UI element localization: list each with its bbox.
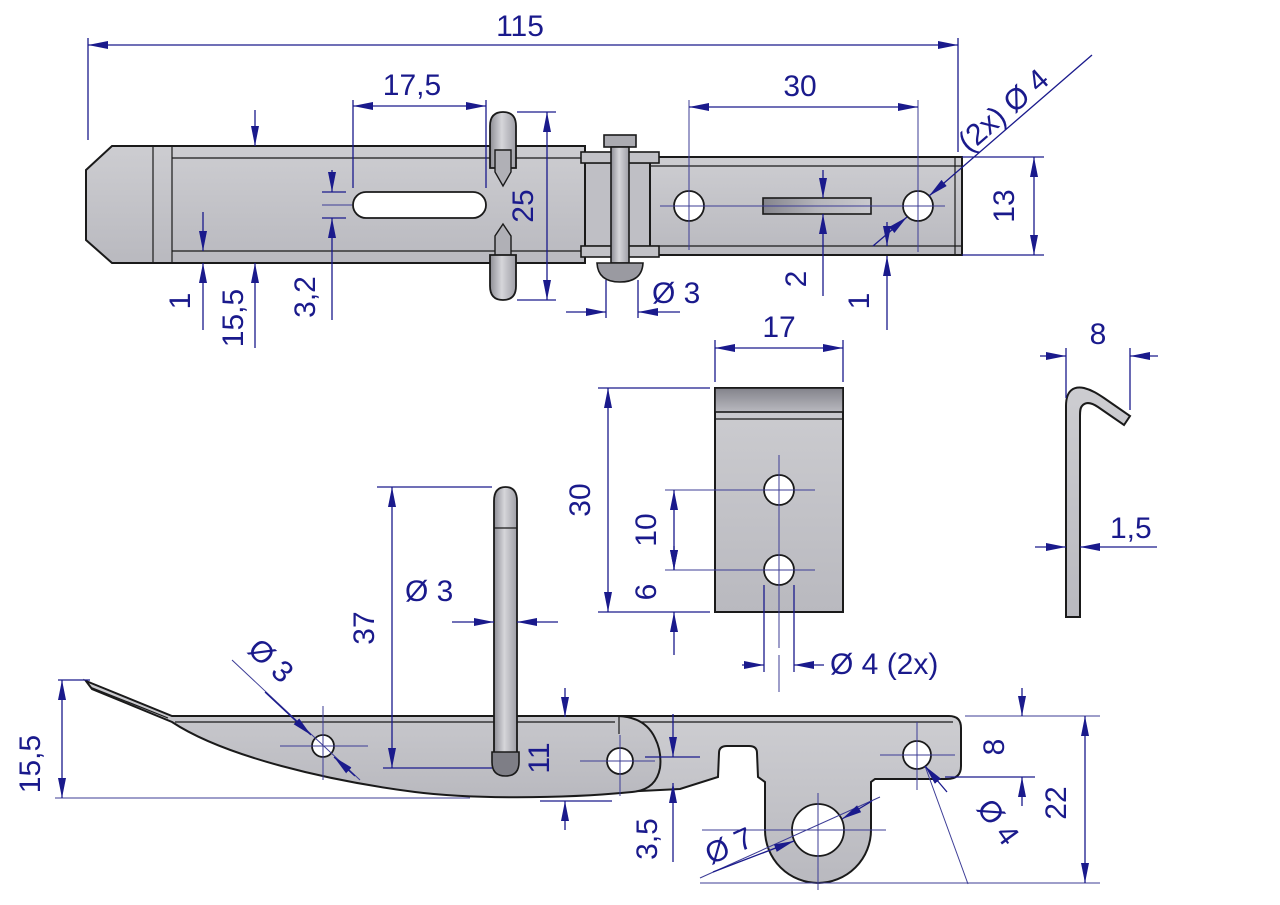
dim-plate-width: 15,5 xyxy=(217,289,250,347)
adjust-slot xyxy=(352,191,487,219)
dim-keeper-height: 30 xyxy=(564,483,597,516)
dim-strap-width: 13 xyxy=(988,189,1021,222)
dimensions-keeper: 17 30 10 6 Ø 4 (2x) xyxy=(564,311,938,681)
dim-blade-hole-dia: Ø 3 xyxy=(242,632,300,689)
dim-loop-hole-dia: Ø 7 xyxy=(700,821,758,871)
dim-pin-dia: Ø 3 xyxy=(652,277,700,310)
dimensions-hook: 8 1,5 xyxy=(1035,318,1158,551)
staple-plate xyxy=(618,715,962,884)
dim-keeper-hole-offset: 6 xyxy=(630,584,663,601)
dim-gap: 3,5 xyxy=(631,818,664,860)
dim-plate-height: 8 xyxy=(978,739,1011,756)
dim-hook-thickness: 1,5 xyxy=(1110,512,1152,545)
dim-slot-length: 17,5 xyxy=(383,69,441,102)
keeper-view: 17 30 10 6 Ø 4 (2x) xyxy=(564,311,938,692)
dim-hole-spacing: 30 xyxy=(783,70,816,103)
dim-keeper-holes-dia: Ø 4 (2x) xyxy=(830,648,938,681)
catch-wire-side xyxy=(491,486,520,777)
centerlines-top xyxy=(322,100,945,252)
dim-overall-length: 115 xyxy=(496,10,544,43)
hook-view: 8 1,5 xyxy=(1035,318,1158,618)
side-view: 15,5 Ø 3 37 Ø 3 11 3,5 Ø 7 xyxy=(14,486,1100,890)
dim-mount-hole-dia: Ø 4 xyxy=(970,793,1025,852)
dim-wire-height: 37 xyxy=(348,611,381,644)
dim-tip-height: 15,5 xyxy=(14,735,47,793)
top-view: 115 17,5 30 (2x) Ø 4 25 13 1 15,5 xyxy=(85,10,1093,348)
dim-wire-dia: Ø 3 xyxy=(405,575,453,608)
dim-total-height: 22 xyxy=(1040,786,1073,819)
dim-hem-right: 1 xyxy=(843,293,876,310)
dim-holes-dia-note: (2x) Ø 4 xyxy=(952,63,1055,159)
dim-loop-height: 25 xyxy=(507,189,540,222)
centerlines-keeper xyxy=(745,455,815,692)
dim-hem-left: 1 xyxy=(164,293,197,310)
catch-wire-loop xyxy=(489,111,517,301)
dimensions-side: 15,5 Ø 3 37 Ø 3 11 3,5 Ø 7 xyxy=(14,486,1089,885)
hinge-pin xyxy=(580,134,660,283)
centerlines-side xyxy=(55,706,1100,890)
dim-slot-width: 3,2 xyxy=(289,276,322,318)
dim-keeper-width: 17 xyxy=(762,311,795,344)
dim-tab-slot-width: 2 xyxy=(780,271,813,288)
hook-profile xyxy=(1065,386,1132,618)
dim-keeper-hole-spacing: 10 xyxy=(630,513,663,546)
hasp-blade-side xyxy=(83,678,662,799)
dim-hook-width: 8 xyxy=(1090,318,1107,351)
dim-end-height: 11 xyxy=(523,742,556,773)
